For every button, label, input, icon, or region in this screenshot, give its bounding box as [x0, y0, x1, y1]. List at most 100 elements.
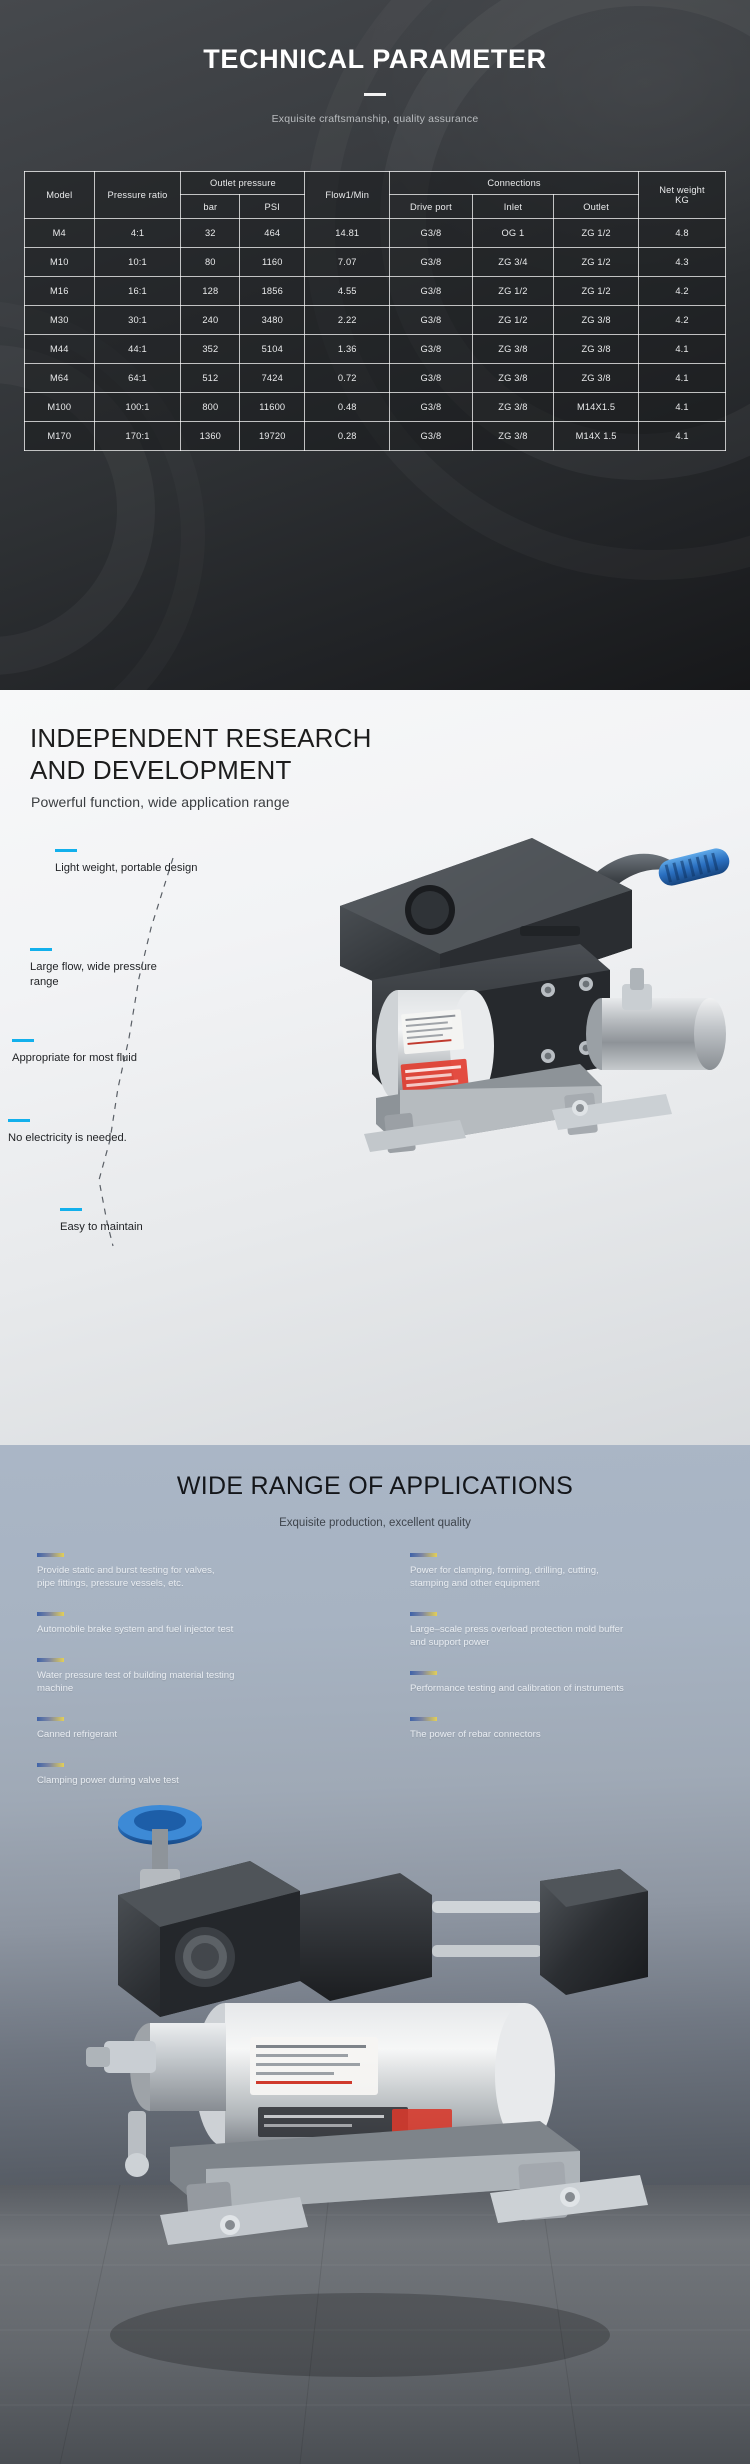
cell-inlet: ZG 3/4	[471, 247, 555, 277]
application-label: Power for clamping, forming, drilling, c…	[410, 1565, 599, 1589]
cell-drive-port: G3/8	[389, 334, 473, 364]
cell-inlet: ZG 3/8	[471, 363, 555, 393]
product-shadow	[110, 2293, 610, 2377]
cell-inlet: ZG 3/8	[471, 392, 555, 422]
application-item: Clamping power during valve test	[37, 1763, 375, 1787]
product-photo-pump-bottom	[0, 1745, 750, 2464]
cell-psi: 3480	[239, 305, 306, 335]
cell-drive-port: G3/8	[389, 218, 473, 248]
cell-outlet: ZG 3/8	[553, 334, 639, 364]
feature-item: Light weight, portable design	[55, 849, 197, 876]
cell-inlet: ZG 3/8	[471, 334, 555, 364]
application-item: Automobile brake system and fuel injecto…	[37, 1612, 375, 1636]
outlet-manifold	[150, 2023, 226, 2111]
application-label: Clamping power during valve test	[37, 1775, 179, 1786]
specification-table: Model Pressure ratio Outlet pressure Flo…	[24, 171, 726, 451]
cell-bar: 128	[180, 276, 241, 306]
title-divider	[364, 93, 386, 96]
cell-pressure-ratio: 64:1	[93, 363, 182, 393]
feature-label: Light weight, portable design	[55, 862, 198, 874]
cell-drive-port: G3/8	[389, 363, 473, 393]
cell-net-weight: 4.1	[638, 421, 726, 451]
application-item: Large–scale press overload protection mo…	[410, 1612, 750, 1649]
cell-psi: 19720	[239, 421, 306, 451]
cell-drive-port: G3/8	[389, 247, 473, 277]
application-label: Large–scale press overload protection mo…	[410, 1624, 624, 1648]
feature-item: Easy to maintain	[60, 1208, 143, 1235]
steel-cylinder	[602, 998, 710, 1070]
spec-table-wrapper: Model Pressure ratio Outlet pressure Flo…	[24, 171, 726, 451]
application-item: Canned refrigerant	[37, 1717, 375, 1741]
cell-bar: 352	[180, 334, 241, 364]
cell-pressure-ratio: 44:1	[93, 334, 182, 364]
feature-label: Appropriate for most fluid	[12, 1052, 137, 1064]
research-development-section: INDEPENDENT RESEARCH AND DEVELOPMENT Pow…	[0, 690, 750, 1445]
cell-model: M44	[24, 334, 95, 364]
section-title-research: INDEPENDENT RESEARCH AND DEVELOPMENT	[30, 723, 372, 785]
accent-dash-icon	[55, 849, 77, 852]
cell-outlet: ZG 1/2	[553, 247, 639, 277]
th-flow: Flow1/Min	[304, 171, 391, 219]
cell-pressure-ratio: 170:1	[93, 421, 182, 451]
cell-bar: 512	[180, 363, 241, 393]
cell-net-weight: 4.1	[638, 363, 726, 393]
cell-flow: 2.22	[304, 305, 391, 335]
th-connections: Connections	[389, 171, 639, 195]
cell-outlet: ZG 1/2	[553, 276, 639, 306]
cell-model: M16	[24, 276, 95, 306]
application-item: Power for clamping, forming, drilling, c…	[410, 1553, 750, 1590]
cell-pressure-ratio: 4:1	[93, 218, 182, 248]
accent-dash-icon	[12, 1039, 34, 1042]
cell-flow: 0.28	[304, 421, 391, 451]
application-item: Provide static and burst testing for val…	[37, 1553, 375, 1590]
table-header-row-1: Model Pressure ratio Outlet pressure Flo…	[24, 171, 726, 219]
cell-bar: 240	[180, 305, 241, 335]
application-label: Water pressure test of building material…	[37, 1670, 235, 1694]
cell-net-weight: 4.1	[638, 334, 726, 364]
cell-bar: 1360	[180, 421, 241, 451]
cell-bar: 80	[180, 247, 241, 277]
feature-label: Large flow, wide pressure range	[30, 961, 157, 988]
cell-pressure-ratio: 30:1	[93, 305, 182, 335]
accent-dash-icon	[30, 948, 52, 951]
gradient-dash-icon	[410, 1717, 437, 1721]
feature-label: Easy to maintain	[60, 1221, 143, 1233]
accent-dash-icon	[8, 1119, 30, 1122]
cell-model: M170	[24, 421, 95, 451]
cell-outlet: ZG 3/8	[553, 363, 639, 393]
cell-outlet: ZG 3/8	[553, 305, 639, 335]
cell-inlet: ZG 1/2	[471, 305, 555, 335]
application-label: Canned refrigerant	[37, 1729, 117, 1740]
cell-inlet: ZG 1/2	[471, 276, 555, 306]
cell-inlet: ZG 3/8	[471, 421, 555, 451]
cell-model: M10	[24, 247, 95, 277]
cell-drive-port: G3/8	[389, 392, 473, 422]
cell-net-weight: 4.1	[638, 392, 726, 422]
gradient-dash-icon	[37, 1717, 64, 1721]
cell-outlet: M14X 1.5	[553, 421, 639, 451]
cell-drive-port: G3/8	[389, 305, 473, 335]
feature-item: Large flow, wide pressure range	[30, 948, 157, 990]
cell-flow: 7.07	[304, 247, 391, 277]
gradient-dash-icon	[410, 1612, 437, 1616]
feature-label: No electricity is needed.	[8, 1132, 127, 1144]
head-block	[300, 1873, 432, 2001]
application-columns: Provide static and burst testing for val…	[0, 1553, 750, 1809]
cell-psi: 7424	[239, 363, 306, 393]
th-bar: bar	[180, 194, 241, 219]
technical-header: TECHNICAL PARAMETER Exquisite craftsmans…	[0, 0, 750, 125]
cell-inlet: OG 1	[471, 218, 555, 248]
cell-net-weight: 4.2	[638, 276, 726, 306]
application-label: Provide static and burst testing for val…	[37, 1565, 215, 1589]
cell-drive-port: G3/8	[389, 421, 473, 451]
page-subtitle: Exquisite craftsmanship, quality assuran…	[271, 113, 479, 125]
applications-section: WIDE RANGE OF APPLICATIONS Exquisite pro…	[0, 1445, 750, 2464]
gradient-dash-icon	[37, 1553, 64, 1557]
